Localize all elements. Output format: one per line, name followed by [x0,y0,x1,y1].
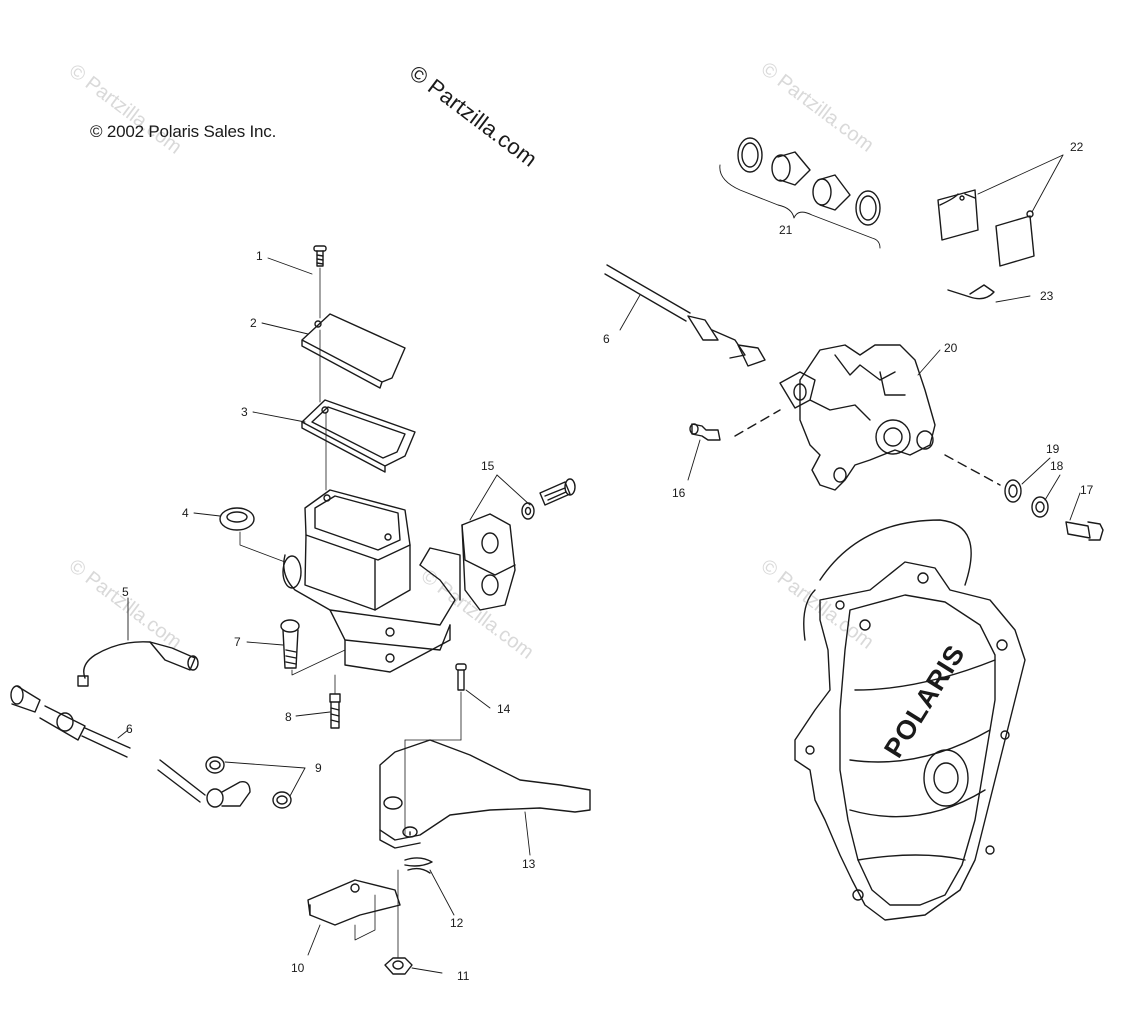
callout-number: 4 [182,506,189,520]
callout-number: 3 [241,405,248,419]
brake-caliper [779,344,936,491]
brake-switch [77,641,199,687]
callout-number: 23 [1040,289,1054,303]
callout-number: 8 [285,710,292,724]
callout-number: 17 [1080,483,1094,497]
callout-number: 1 [256,249,263,263]
callout-number: 21 [779,223,793,237]
callout-number: 20 [944,341,958,355]
bleeder-valve [689,423,721,441]
callout-number: 5 [122,585,129,599]
callout-number: 9 [315,761,322,775]
brake-pad [937,189,979,241]
clamp-bolt [521,478,576,520]
callout-number: 7 [234,635,241,649]
caliper-washer [1004,479,1022,503]
brake-pad [995,210,1035,267]
brake-line [604,264,766,367]
callout-number: 16 [672,486,686,500]
brake-line [10,685,251,808]
reservoir-gasket [301,399,416,467]
caliper-piston-kit [719,137,881,249]
copyright-text: © 2002 Polaris Sales Inc. [90,122,277,141]
parking-lock [307,879,401,941]
reservoir-body [304,489,411,561]
handlebar-clamp [461,513,516,611]
callout-number: 15 [481,459,495,473]
callout-number: 6 [603,332,610,346]
leader-lines [117,154,1081,974]
pivot-bolt [280,619,346,676]
cylinder-body [283,554,456,626]
lock-washer [1031,496,1049,518]
retaining-clip [947,284,995,300]
callout-number: 13 [522,857,536,871]
callout-number: 10 [291,961,305,975]
crush-washer [205,756,225,774]
lock-nut [384,957,413,975]
return-spring [404,857,433,874]
boot-seal [219,507,255,531]
callout-number: 19 [1046,442,1060,456]
bleed-screw [329,674,341,729]
caliper-bolt [1065,521,1104,541]
callout-number: 22 [1070,140,1084,154]
reservoir-cover [301,313,406,389]
crush-washer [272,791,292,809]
lever-pin [404,663,467,836]
callout-number: 11 [457,969,470,983]
callout-number: 14 [497,702,511,716]
screw-part [313,245,327,319]
callout-number: 12 [450,916,464,930]
chaincase-cover [794,519,1026,921]
callout-number: 2 [250,316,257,330]
brake-lever [379,739,591,841]
callout-number: 6 [126,722,133,736]
callout-number: 18 [1050,459,1064,473]
